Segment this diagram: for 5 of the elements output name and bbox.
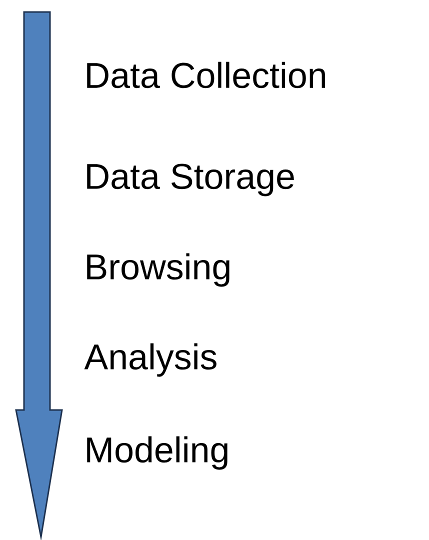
step-label: Analysis [84, 343, 216, 377]
step-label: Modeling [87, 436, 228, 470]
step-label: Data Storage [87, 164, 294, 196]
step-label: Browsing [87, 253, 230, 287]
step-label: Data Collection [87, 62, 325, 88]
